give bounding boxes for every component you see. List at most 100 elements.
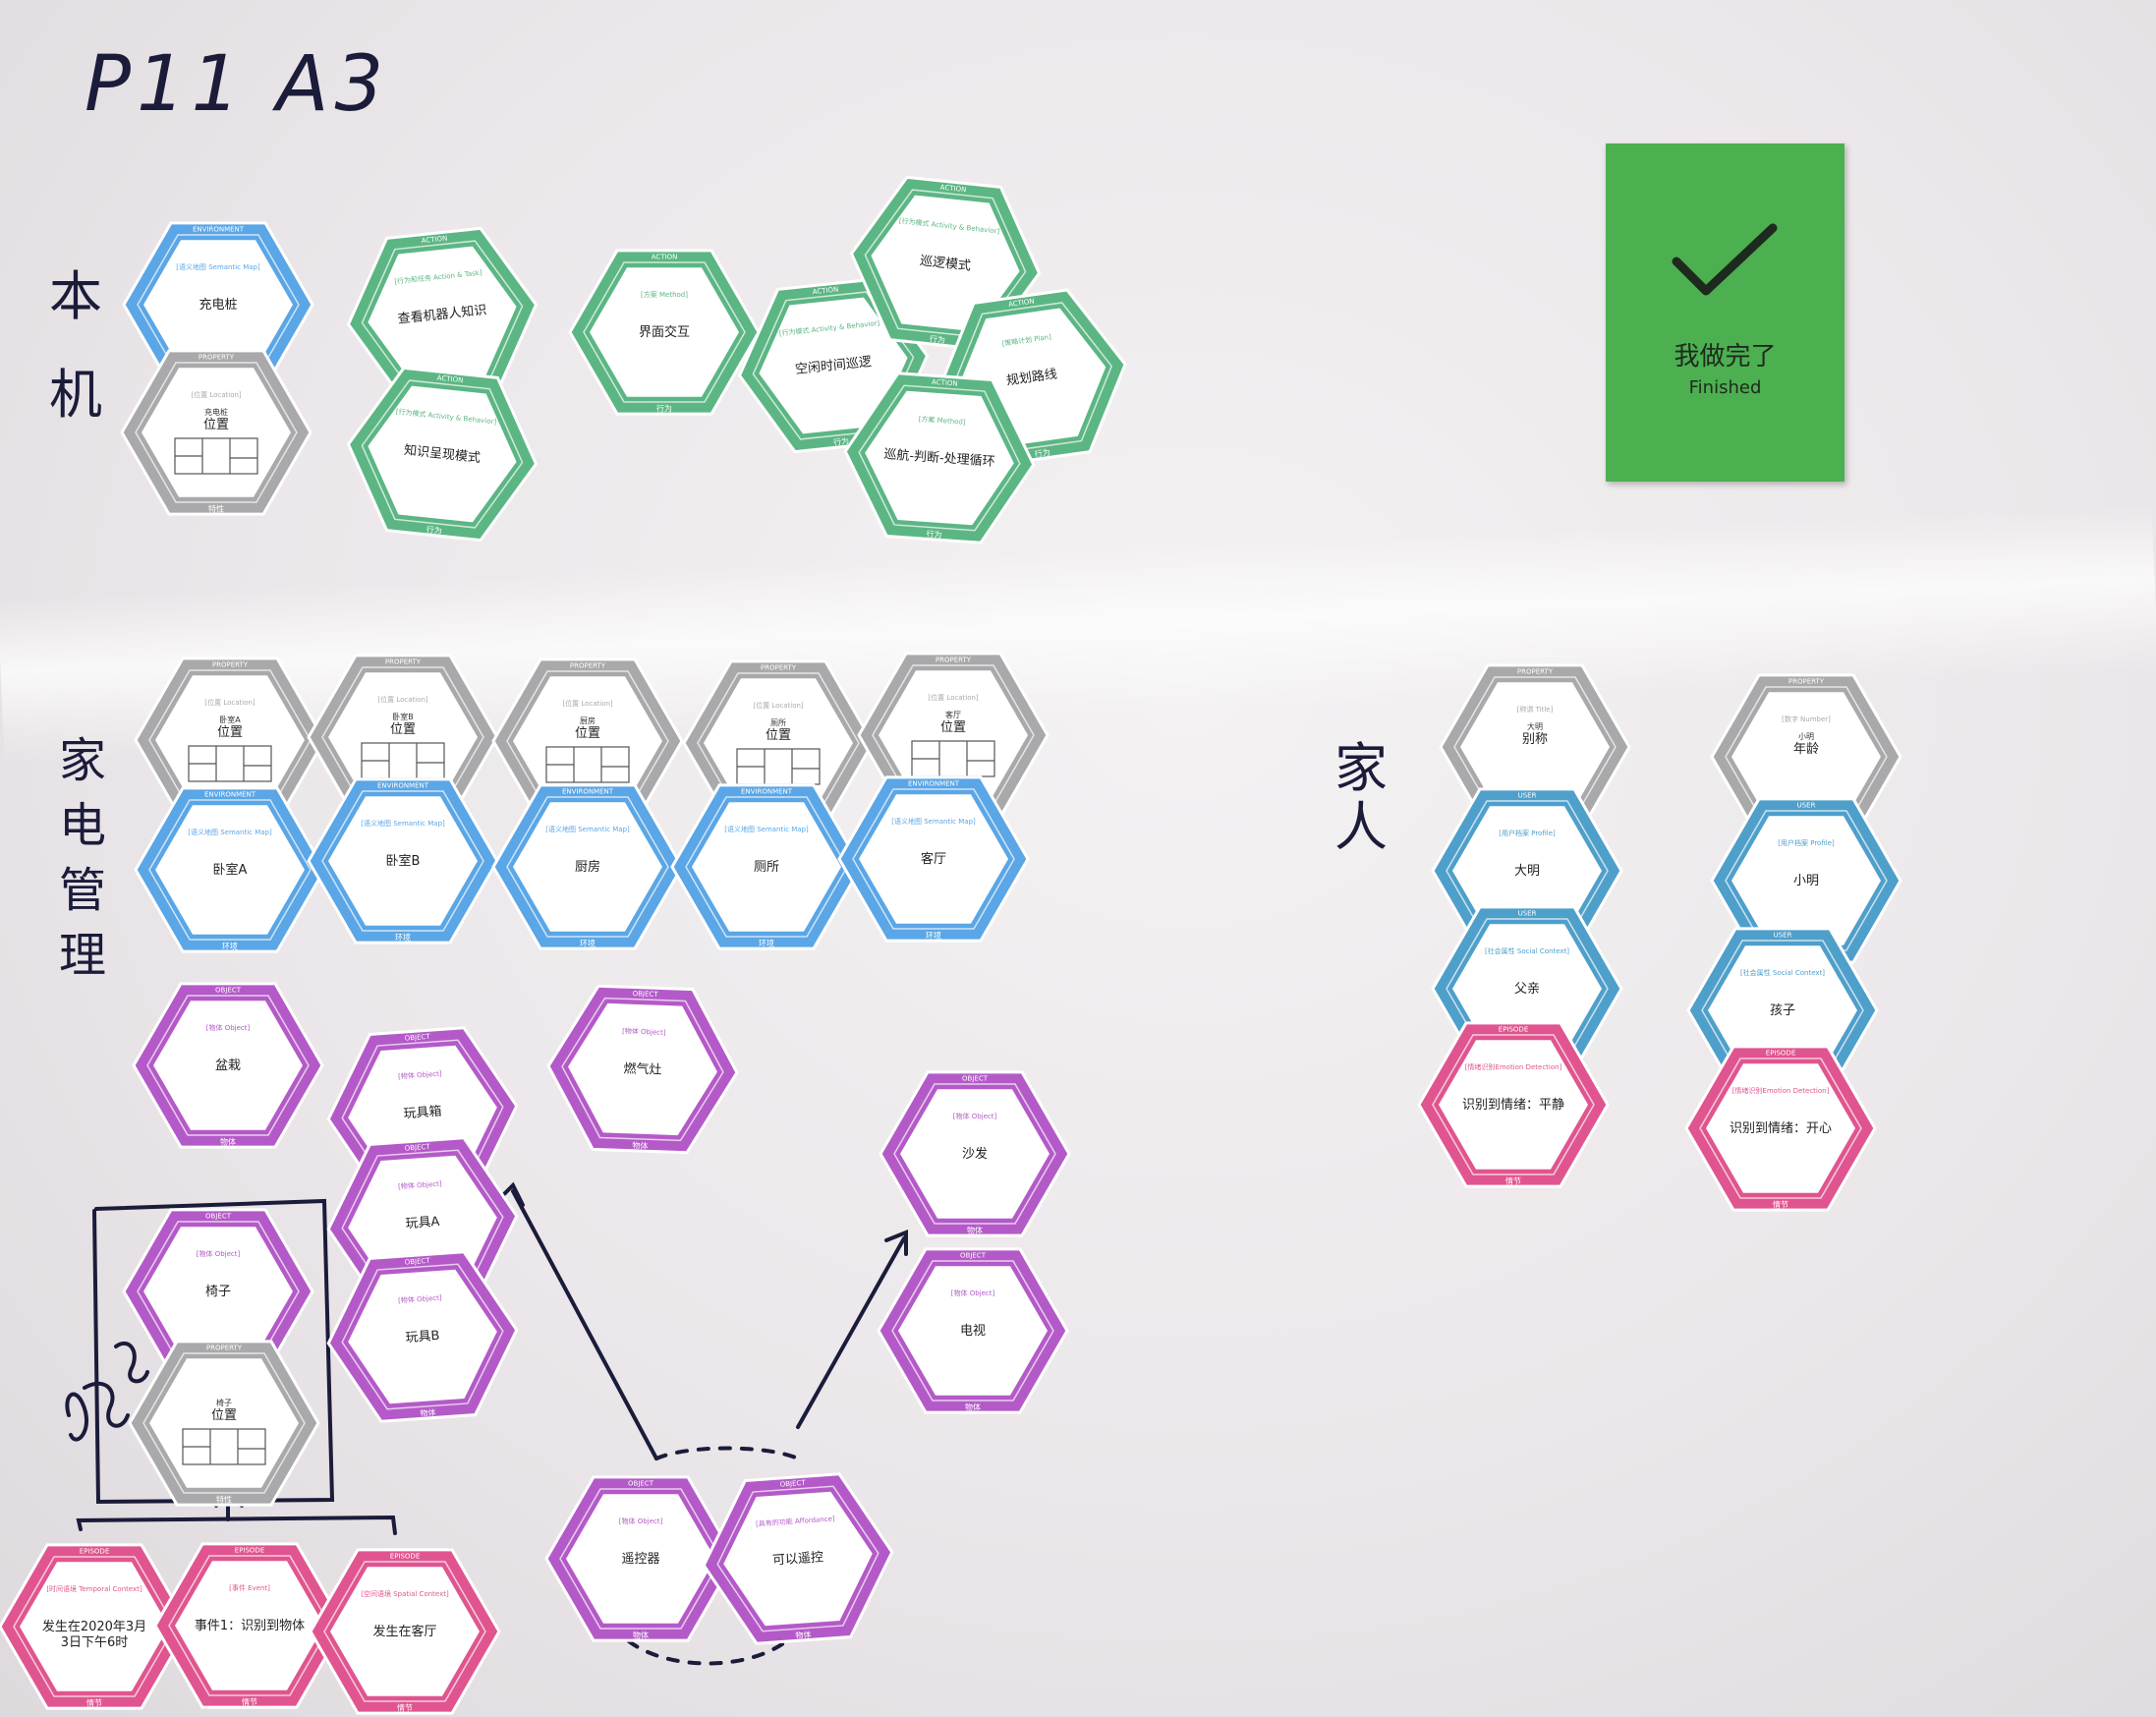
- card-name: 椅子: [205, 1285, 231, 1299]
- card-face: [330, 1567, 480, 1696]
- card-name: 父亲: [1514, 982, 1540, 997]
- card-face: [1731, 692, 1881, 822]
- card-footer: 行为: [926, 529, 942, 540]
- card-frame-line: [506, 796, 669, 938]
- card-footer: 物体: [632, 1140, 648, 1151]
- card-user[interactable]: USER用户[用户档案 Profile]小明: [1710, 797, 1902, 964]
- card-face: [20, 1562, 169, 1691]
- card-frame-line: [1432, 1034, 1595, 1175]
- card-face: [143, 1227, 293, 1356]
- card-name: 玩具箱: [403, 1104, 442, 1122]
- card-footer: 特性: [216, 1495, 232, 1505]
- card-category: [语义地图 Semantic Map]: [176, 262, 260, 271]
- arrow-to-toy-box: [511, 1189, 658, 1460]
- card-header: OBJECT: [962, 1074, 989, 1082]
- dotted-group-bottom: [627, 1639, 788, 1666]
- bracket-base: [76, 1515, 397, 1535]
- card-face: [155, 805, 305, 935]
- card-footer: 物体: [420, 1407, 436, 1418]
- card-face: [871, 195, 1020, 332]
- card-frame-line: [142, 1352, 306, 1494]
- card-header: ENVIRONMENT: [377, 781, 429, 789]
- label-char: 家: [59, 733, 106, 788]
- board-title: P11 A3: [85, 40, 389, 129]
- card-name: 遥控器: [621, 1552, 659, 1567]
- card-label: 客厅: [945, 710, 961, 719]
- floorplan-icon: [174, 437, 258, 475]
- card-face: [155, 675, 305, 805]
- card-face: [859, 794, 1008, 924]
- card-footer: 物体: [633, 1631, 649, 1640]
- card-face: [1731, 816, 1881, 945]
- card-category: [物体 Object]: [951, 1288, 995, 1297]
- card-frame-line: [685, 796, 848, 938]
- card-face: [568, 1002, 717, 1136]
- card-header: ACTION: [939, 184, 966, 195]
- card-face: [1452, 924, 1602, 1054]
- card-name: 厕所: [754, 860, 779, 875]
- card-face: [328, 672, 478, 802]
- card-footer: 特性: [208, 504, 224, 514]
- card-label: 椅子: [216, 1398, 232, 1407]
- card-header: OBJECT: [215, 986, 242, 994]
- card-label: 卧室B: [392, 712, 414, 721]
- card-header: OBJECT: [779, 1479, 806, 1489]
- card-category: [物体 Object]: [398, 1179, 442, 1191]
- card-header: ACTION: [421, 235, 447, 246]
- card-name: 识别到情绪：平静: [1462, 1098, 1564, 1113]
- card-header: ACTION: [932, 378, 958, 388]
- label-char: 机: [49, 364, 102, 426]
- card-user[interactable]: USER用户[用户档案 Profile]大明: [1431, 787, 1623, 954]
- card-category: [社会属性 Social Context]: [1485, 946, 1569, 955]
- card-footer: 环境: [580, 939, 596, 948]
- card-name: 大明: [1514, 864, 1540, 879]
- card-name: 巡航-判断-处理循环: [883, 446, 995, 470]
- finished-text-en: Finished: [1688, 377, 1762, 398]
- card-footer: 物体: [965, 1402, 981, 1412]
- card-category: [时间语境 Temporal Context]: [46, 1584, 142, 1593]
- card-frame-line: [148, 799, 312, 941]
- card-footer: 行为: [426, 524, 442, 536]
- card-frame-line: [583, 261, 746, 403]
- finished-card[interactable]: 我做完了 Finished: [1606, 143, 1844, 482]
- card-category: [位置 Location]: [753, 701, 804, 710]
- card-face: [566, 1494, 715, 1624]
- card-frame-line: [135, 362, 298, 503]
- floorplan-icon: [188, 745, 272, 782]
- card-label: 大明: [1527, 721, 1543, 731]
- card-header: OBJECT: [633, 990, 659, 999]
- arrow-to-sofa: [796, 1236, 906, 1429]
- card-header: USER: [1518, 791, 1537, 799]
- card-header: PROPERTY: [761, 663, 797, 671]
- card-label: 卧室A: [219, 715, 241, 724]
- card-category: [称谓 Title]: [1517, 705, 1554, 714]
- card-footer: 行为: [929, 333, 945, 345]
